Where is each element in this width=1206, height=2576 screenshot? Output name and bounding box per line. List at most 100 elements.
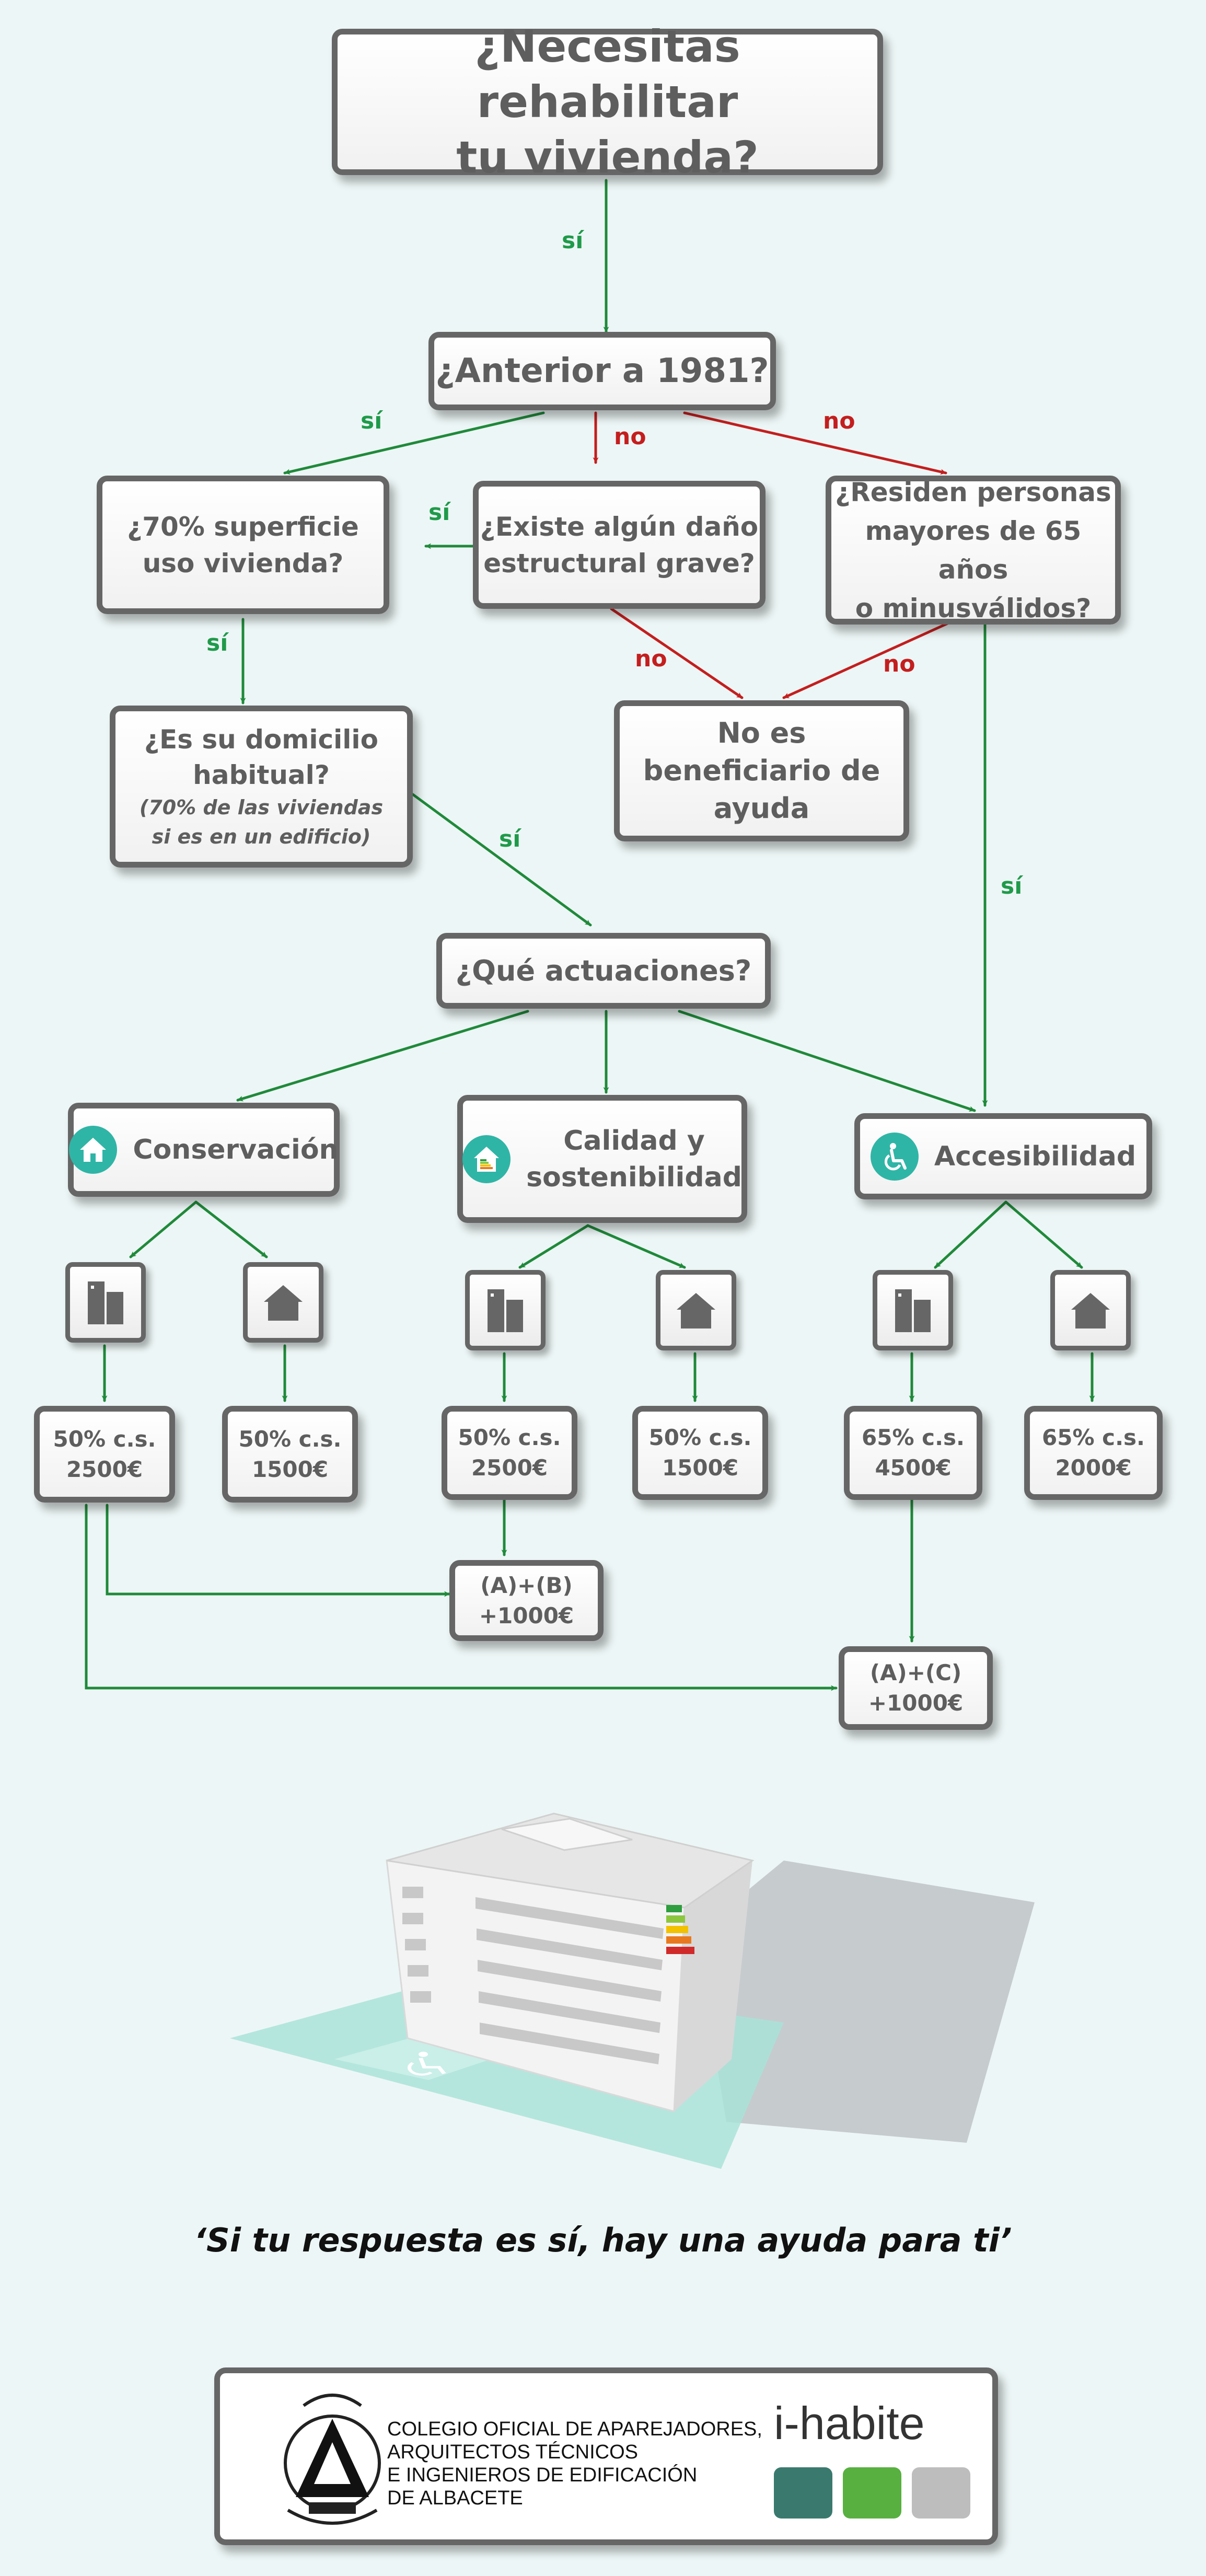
arrow-conservacion-vivienda: [194, 1200, 268, 1258]
dano-line2: estructural grave?: [483, 548, 755, 579]
college-logo: [284, 2394, 381, 2525]
apartment-building-icon: [873, 1270, 953, 1350]
combo-ac-line2: +1000€: [868, 1690, 964, 1716]
amount-3-pct: 50% c.s.: [458, 1425, 561, 1450]
label-si-accesibilidad: sí: [1001, 873, 1023, 899]
amount-box-1: 50% c.s. 2500€: [34, 1406, 175, 1503]
label-si-start: sí: [562, 227, 584, 254]
amount-box-5: 65% c.s. 4500€: [844, 1406, 982, 1500]
building-shadow: [695, 1861, 1035, 2143]
amount-1-eur: 2500€: [66, 1456, 143, 1482]
accesibilidad-label: Accesibilidad: [934, 1140, 1137, 1172]
combo-ab-box: (A)+(B)+1000€: [449, 1560, 604, 1641]
amount-4-pct: 50% c.s.: [648, 1425, 752, 1450]
label-si-actuaciones: sí: [499, 826, 521, 852]
college-line1: COLEGIO OFICIAL DE APAREJADORES,: [387, 2418, 762, 2440]
dano-estructural-box: ¿Existe algún daño estructural grave?: [473, 481, 766, 609]
brand-name: i-habite: [774, 2397, 925, 2449]
conservacion-label: Conservación: [133, 1134, 339, 1165]
arrow-amount1-combo-ac: [85, 1504, 838, 1691]
label-si-superficie: sí: [361, 408, 382, 434]
label-si-domicilio: sí: [206, 630, 228, 656]
roof-structure: [501, 1818, 633, 1851]
amount-5-eur: 4500€: [875, 1455, 952, 1481]
building-roof: [386, 1812, 755, 1909]
amount-box-6: 65% c.s.2000€: [1024, 1406, 1163, 1500]
wheelchair-icon: [407, 2051, 446, 2076]
calidad-box: Calidad y sostenibilidad: [457, 1095, 747, 1223]
label-no-mayores-benef: no: [883, 651, 915, 677]
start-question-line2: tu vivienda?: [456, 132, 759, 183]
superficie-box: ¿70% superficie uso vivienda?: [97, 476, 389, 614]
actuaciones-text: ¿Qué actuaciones?: [455, 954, 752, 987]
apartment-building-icon: [465, 1270, 546, 1350]
domicilio-note2: si es en un edificio): [152, 825, 371, 848]
amount-1-pct: 50% c.s.: [53, 1426, 156, 1452]
start-question-box: ¿Necesitas rehabilitar tu vivienda?: [332, 21, 883, 183]
combo-ac-box: (A)+(C) +1000€: [839, 1646, 993, 1730]
college-line3: E INGENIEROS DE EDIFICACIÓN: [387, 2464, 698, 2486]
arrow-mayores-nobenef: [782, 620, 953, 699]
dano-line1: ¿Existe algún daño: [480, 511, 759, 542]
no-beneficiario-box: No es beneficiario de ayuda: [614, 700, 909, 841]
building-windows: [402, 1887, 664, 2064]
footer-box: COLEGIO OFICIAL DE APAREJADORES, ARQUITE…: [214, 2367, 998, 2545]
amount-4-eur: 1500€: [662, 1455, 739, 1481]
calidad-line2: sostenibilidad: [526, 1161, 742, 1193]
arrow-dano-nobenef: [610, 607, 744, 699]
no-beneficiario-line1: No es: [717, 717, 806, 749]
brand-squares: [774, 2467, 970, 2519]
mayores-line2: mayores de 65 años: [865, 515, 1082, 585]
domicilio-habitual-box: ¿Es su domicilio habitual? (70% de las v…: [110, 706, 413, 868]
house-icon: [243, 1262, 323, 1343]
college-line4: DE ALBACETE: [387, 2487, 523, 2509]
apartment-building-icon: [65, 1262, 146, 1343]
no-beneficiario-line2: beneficiario de: [643, 754, 880, 787]
mayores-line1: ¿Residen personas: [835, 477, 1111, 507]
anterior-1981-text: ¿Anterior a 1981?: [435, 352, 769, 390]
domicilio-line1: ¿Es su domicilio: [144, 724, 378, 755]
college-line2: ARQUITECTOS TÉCNICOS: [387, 2441, 638, 2463]
house-icon: [656, 1270, 736, 1350]
college-name: COLEGIO OFICIAL DE APAREJADORES, ARQUITE…: [387, 2418, 762, 2510]
amount-box-2: 50% c.s. 1500€: [222, 1406, 358, 1503]
domicilio-note1: (70% de las viviendas: [139, 796, 384, 819]
arrow-amount1-combo-ab: [106, 1504, 451, 1597]
combo-ac-line1: (A)+(C): [869, 1660, 962, 1685]
brand-square-green: [843, 2467, 901, 2519]
amount-box-3: 50% c.s.2500€: [442, 1406, 577, 1500]
superficie-line1: ¿70% superficie: [127, 511, 359, 542]
conservacion-box: Conservación: [68, 1103, 340, 1197]
arrow-anterior-superficie: [283, 411, 545, 475]
brand-square-dark: [774, 2467, 832, 2519]
no-beneficiario-line3: ayuda: [713, 792, 810, 825]
arrow-accesibilidad-vivienda: [1004, 1200, 1083, 1269]
label-no-dano: no: [614, 423, 646, 450]
amount-2-pct: 50% c.s.: [238, 1426, 342, 1452]
mayores-box: ¿Residen personas mayores de 65 años o m…: [826, 476, 1121, 625]
amount-2-eur: 1500€: [251, 1456, 329, 1482]
arrow-calidad-edificio: [518, 1224, 589, 1269]
brand-square-grey: [912, 2467, 970, 2519]
anterior-1981-box: ¿Anterior a 1981?: [428, 332, 776, 410]
accesibilidad-box: Accesibilidad: [854, 1113, 1152, 1199]
arrow-actuaciones-accesibilidad: [678, 1010, 976, 1112]
arrow-accesibilidad-edificio: [934, 1200, 1007, 1269]
combo-ab-line2: +1000€: [479, 1602, 574, 1628]
wheelchair-icon: [870, 1132, 919, 1181]
energy-label-icon: [666, 1905, 694, 1954]
arrow-domicilio-actuaciones: [411, 793, 592, 927]
energy-label-icon: [462, 1135, 511, 1183]
arrow-actuaciones-conservacion: [236, 1010, 529, 1102]
domicilio-line2: habitual?: [193, 760, 330, 790]
slogan: ‘Si tu respuesta es sí, hay una ayuda pa…: [194, 2221, 1012, 2259]
amount-box-4: 50% c.s. 1500€: [632, 1406, 768, 1500]
house-icon: [69, 1126, 118, 1174]
building-right-face: [674, 1861, 752, 2111]
label-no-mayores: no: [823, 408, 855, 434]
amount-5-pct: 65% c.s.: [862, 1425, 965, 1450]
start-question-line1: ¿Necesitas rehabilitar: [474, 21, 740, 128]
arrow-conservacion-edificio: [129, 1200, 198, 1258]
